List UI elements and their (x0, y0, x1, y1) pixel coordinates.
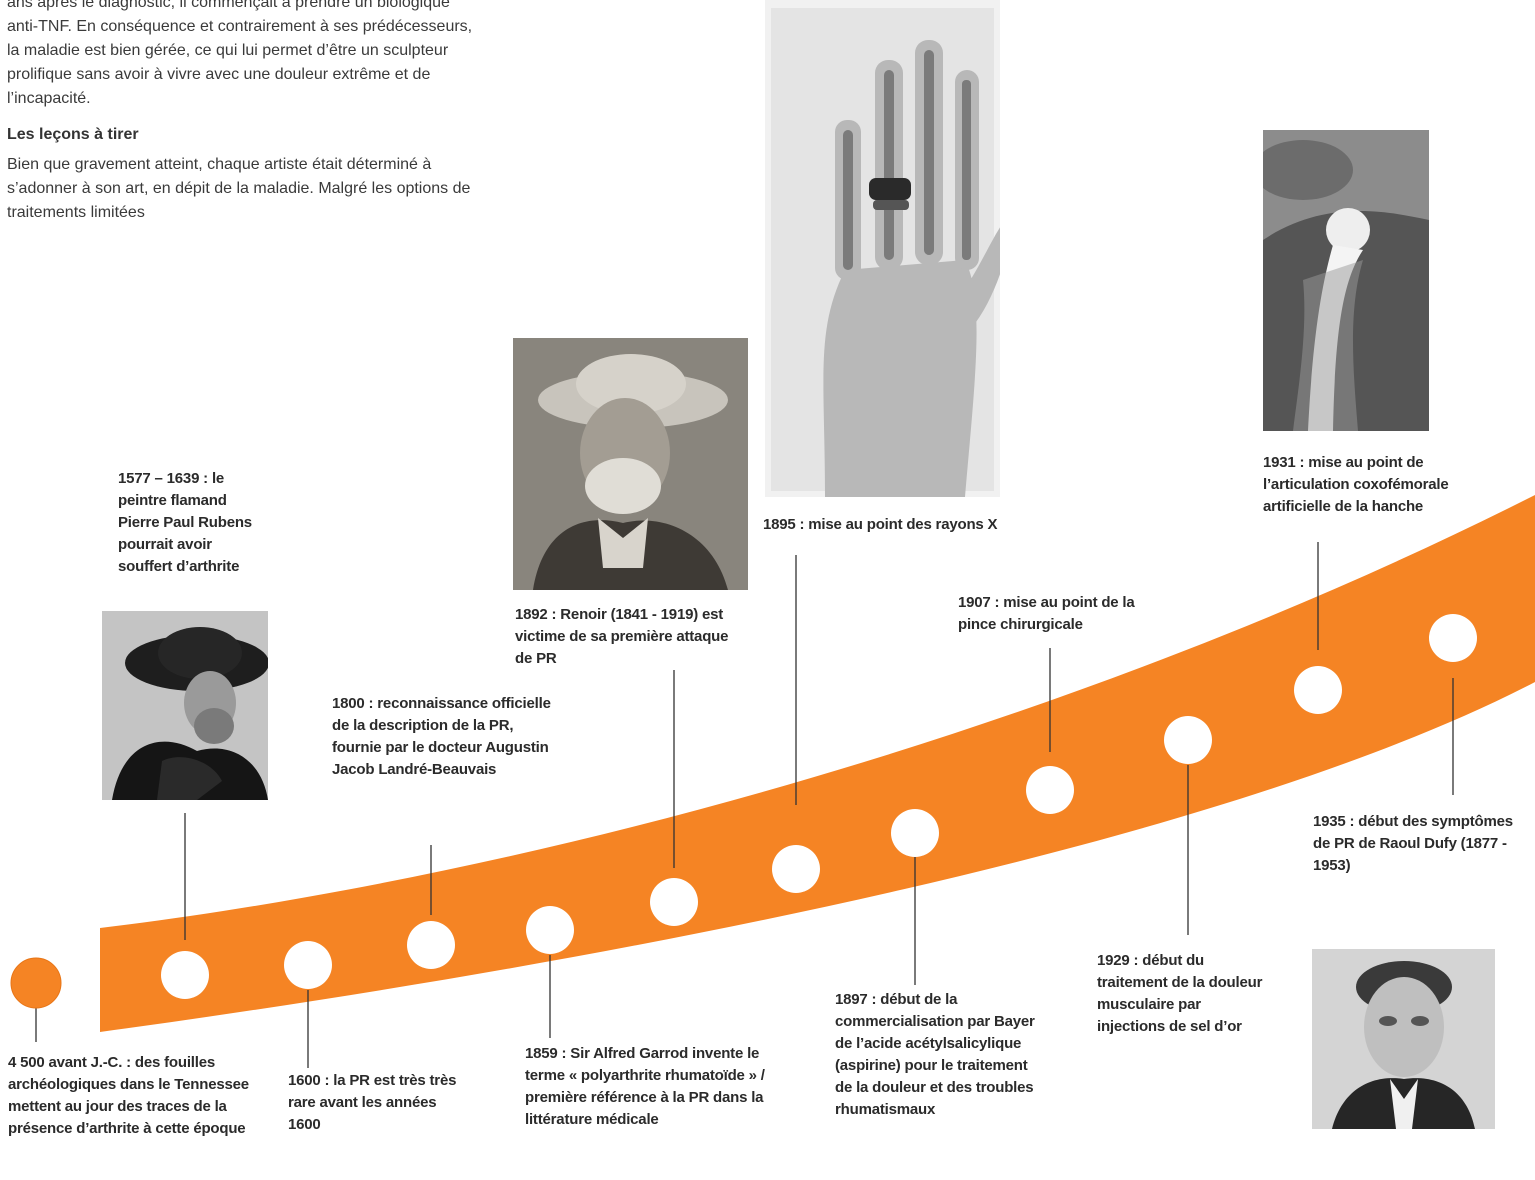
portrait-dufy (1312, 949, 1495, 1129)
event-1895: 1895 : mise au point des rayons X (763, 514, 1083, 536)
dot-1600 (284, 941, 332, 989)
event-1935: 1935 : début des symptômes de PR de Raou… (1313, 811, 1513, 877)
dot-1897 (891, 809, 939, 857)
event-1577: 1577 – 1639 : le peintre flamand Pierre … (118, 468, 268, 578)
dot-1931 (1294, 666, 1342, 714)
event-1892: 1892 : Renoir (1841 - 1919) est victime … (515, 604, 740, 670)
xray-hip-prosthesis (1263, 130, 1429, 431)
portrait-rubens (102, 611, 268, 800)
dot-1895 (772, 845, 820, 893)
event-1907: 1907 : mise au point de la pince chirurg… (958, 592, 1158, 636)
start-dot (11, 958, 61, 1008)
event-1897: 1897 : début de la commercialisation par… (835, 989, 1045, 1121)
dot-1859 (526, 906, 574, 954)
dot-1935 (1429, 614, 1477, 662)
event-1600: 1600 : la PR est très très rare avant le… (288, 1070, 458, 1136)
dot-1929 (1164, 716, 1212, 764)
event-4500bc: 4 500 avant J.-C. : des fouilles archéol… (8, 1052, 258, 1140)
portrait-renoir (513, 338, 748, 590)
event-1931: 1931 : mise au point de l’articulation c… (1263, 452, 1508, 518)
dot-1892 (650, 878, 698, 926)
event-1929: 1929 : début du traitement de la douleur… (1097, 950, 1267, 1038)
dot-1907 (1026, 766, 1074, 814)
event-1800: 1800 : reconnaissance officielle de la d… (332, 693, 562, 781)
dot-1800 (407, 921, 455, 969)
event-1859: 1859 : Sir Alfred Garrod invente le term… (525, 1043, 790, 1131)
xray-hand (765, 0, 1000, 497)
dot-1577 (161, 951, 209, 999)
